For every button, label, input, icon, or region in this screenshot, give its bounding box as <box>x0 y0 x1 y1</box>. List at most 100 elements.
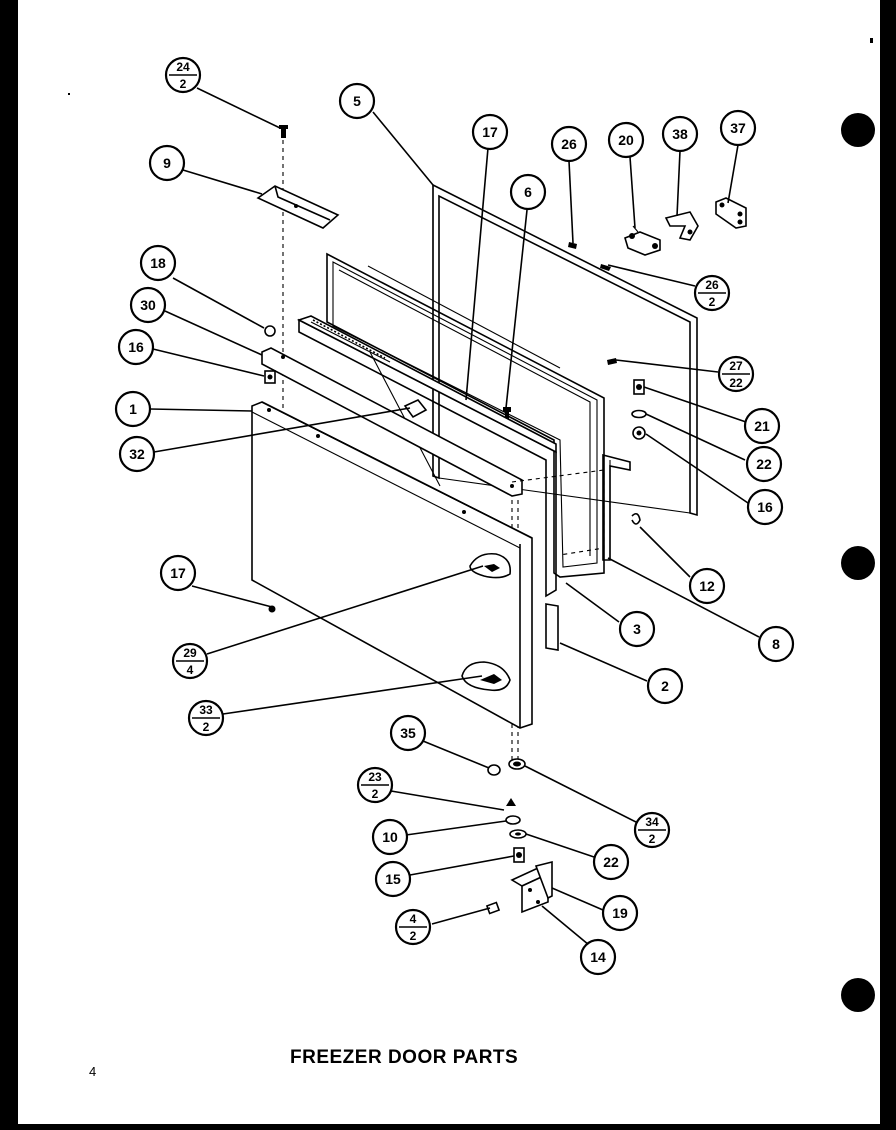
svg-text:30: 30 <box>140 297 156 313</box>
screw-part-4 <box>485 901 501 915</box>
leader-lines <box>149 87 760 946</box>
svg-text:18: 18 <box>150 255 166 271</box>
svg-text:17: 17 <box>482 124 498 140</box>
callout-27-qty-22: 27 22 <box>717 355 755 393</box>
screw-part-26-b <box>600 264 611 271</box>
callout-3: 3 <box>618 610 656 648</box>
callout-26-qty-2: 26 2 <box>693 274 731 312</box>
svg-text:4: 4 <box>410 912 417 926</box>
svg-text:2: 2 <box>180 77 187 91</box>
callout-15: 15 <box>374 860 412 898</box>
svg-text:26: 26 <box>705 278 719 292</box>
svg-text:23: 23 <box>368 770 382 784</box>
callout-37: 37 <box>719 109 757 147</box>
outer-door-panel-part-1 <box>251 401 533 729</box>
callout-14: 14 <box>579 938 617 976</box>
exploded-drawing <box>251 125 747 915</box>
screw-part-6 <box>503 407 511 421</box>
svg-text:4: 4 <box>187 663 194 677</box>
washer-part-22-bottom <box>509 829 527 839</box>
svg-text:5: 5 <box>353 93 361 109</box>
callout-6: 6 <box>509 173 547 211</box>
hinge-strip-part-30 <box>261 347 523 497</box>
callout-16-left: 16 <box>117 328 155 366</box>
hinge-bracket-part-20 <box>624 225 661 256</box>
hinge-cover-part-9 <box>256 185 340 229</box>
callout-33-qty-2: 33 2 <box>187 699 225 737</box>
callout-21: 21 <box>743 407 781 445</box>
callout-16-right: 16 <box>746 488 784 526</box>
page-number: 4 <box>89 1064 96 1079</box>
svg-text:16: 16 <box>128 339 144 355</box>
bushing-part-16-right <box>632 426 646 440</box>
svg-text:2: 2 <box>203 720 210 734</box>
svg-text:26: 26 <box>561 136 577 152</box>
svg-text:19: 19 <box>612 905 628 921</box>
washer-part-22-top <box>631 409 647 419</box>
bracket-part-37 <box>715 197 747 229</box>
callout-32: 32 <box>118 435 156 473</box>
svg-text:32: 32 <box>129 446 145 462</box>
svg-text:9: 9 <box>163 155 171 171</box>
svg-text:2: 2 <box>410 929 417 943</box>
callout-9: 9 <box>148 144 186 182</box>
binder-hole-bottom <box>841 978 875 1012</box>
svg-text:2: 2 <box>372 787 379 801</box>
bushing-part-34 <box>508 758 526 770</box>
callout-22-bottom: 22 <box>592 843 630 881</box>
svg-text:33: 33 <box>199 703 213 717</box>
bracket-part-38 <box>664 211 699 241</box>
svg-text:3: 3 <box>633 621 641 637</box>
callout-1: 1 <box>114 390 152 428</box>
svg-text:21: 21 <box>754 418 770 434</box>
svg-text:2: 2 <box>649 832 656 846</box>
callout-17-top: 17 <box>471 113 509 151</box>
filler-strip-part-2 <box>545 603 559 651</box>
callout-35: 35 <box>389 714 427 752</box>
hinge-pin-part-15 <box>513 847 525 863</box>
callout-20: 20 <box>607 121 645 159</box>
callout-23-qty-2: 23 2 <box>356 766 394 804</box>
callout-24-qty-2: 24 2 <box>164 56 202 94</box>
callout-17-bottom: 17 <box>159 554 197 592</box>
svg-text:22: 22 <box>603 854 619 870</box>
svg-text:37: 37 <box>730 120 746 136</box>
svg-text:10: 10 <box>382 829 398 845</box>
callout-38: 38 <box>661 115 699 153</box>
bushing-part-21 <box>633 379 645 395</box>
svg-text:22: 22 <box>729 376 743 390</box>
callout-29-qty-4: 29 4 <box>171 642 209 680</box>
handle-strip-part-8 <box>602 453 631 561</box>
hinge-bracket-part-14 <box>510 860 553 914</box>
callout-26: 26 <box>550 125 588 163</box>
svg-text:14: 14 <box>590 949 606 965</box>
svg-text:12: 12 <box>699 578 715 594</box>
svg-text:2: 2 <box>709 295 716 309</box>
svg-text:24: 24 <box>176 60 190 74</box>
svg-text:1: 1 <box>129 401 137 417</box>
cap-part-35 <box>487 764 501 776</box>
washer-part-10 <box>505 815 521 825</box>
svg-text:20: 20 <box>618 132 634 148</box>
callout-8: 8 <box>757 625 795 663</box>
svg-text:34: 34 <box>645 815 659 829</box>
screw-part-23 <box>506 798 516 806</box>
callout-34-qty-2: 34 2 <box>633 811 671 849</box>
binder-hole-middle <box>841 546 875 580</box>
cap-part-18 <box>264 325 276 337</box>
svg-text:29: 29 <box>183 646 197 660</box>
callout-22-right: 22 <box>745 445 783 483</box>
speck <box>870 38 873 43</box>
svg-text:17: 17 <box>170 565 186 581</box>
svg-text:22: 22 <box>756 456 772 472</box>
callout-5: 5 <box>338 82 376 120</box>
screw-part-24 <box>279 125 288 138</box>
callout-18: 18 <box>139 244 177 282</box>
diagram-title: FREEZER DOOR PARTS <box>290 1047 518 1068</box>
binder-hole-top <box>841 113 875 147</box>
speck <box>68 93 70 95</box>
handle-area-outline <box>511 469 605 556</box>
svg-text:15: 15 <box>385 871 401 887</box>
screw-part-26-a <box>568 242 577 249</box>
